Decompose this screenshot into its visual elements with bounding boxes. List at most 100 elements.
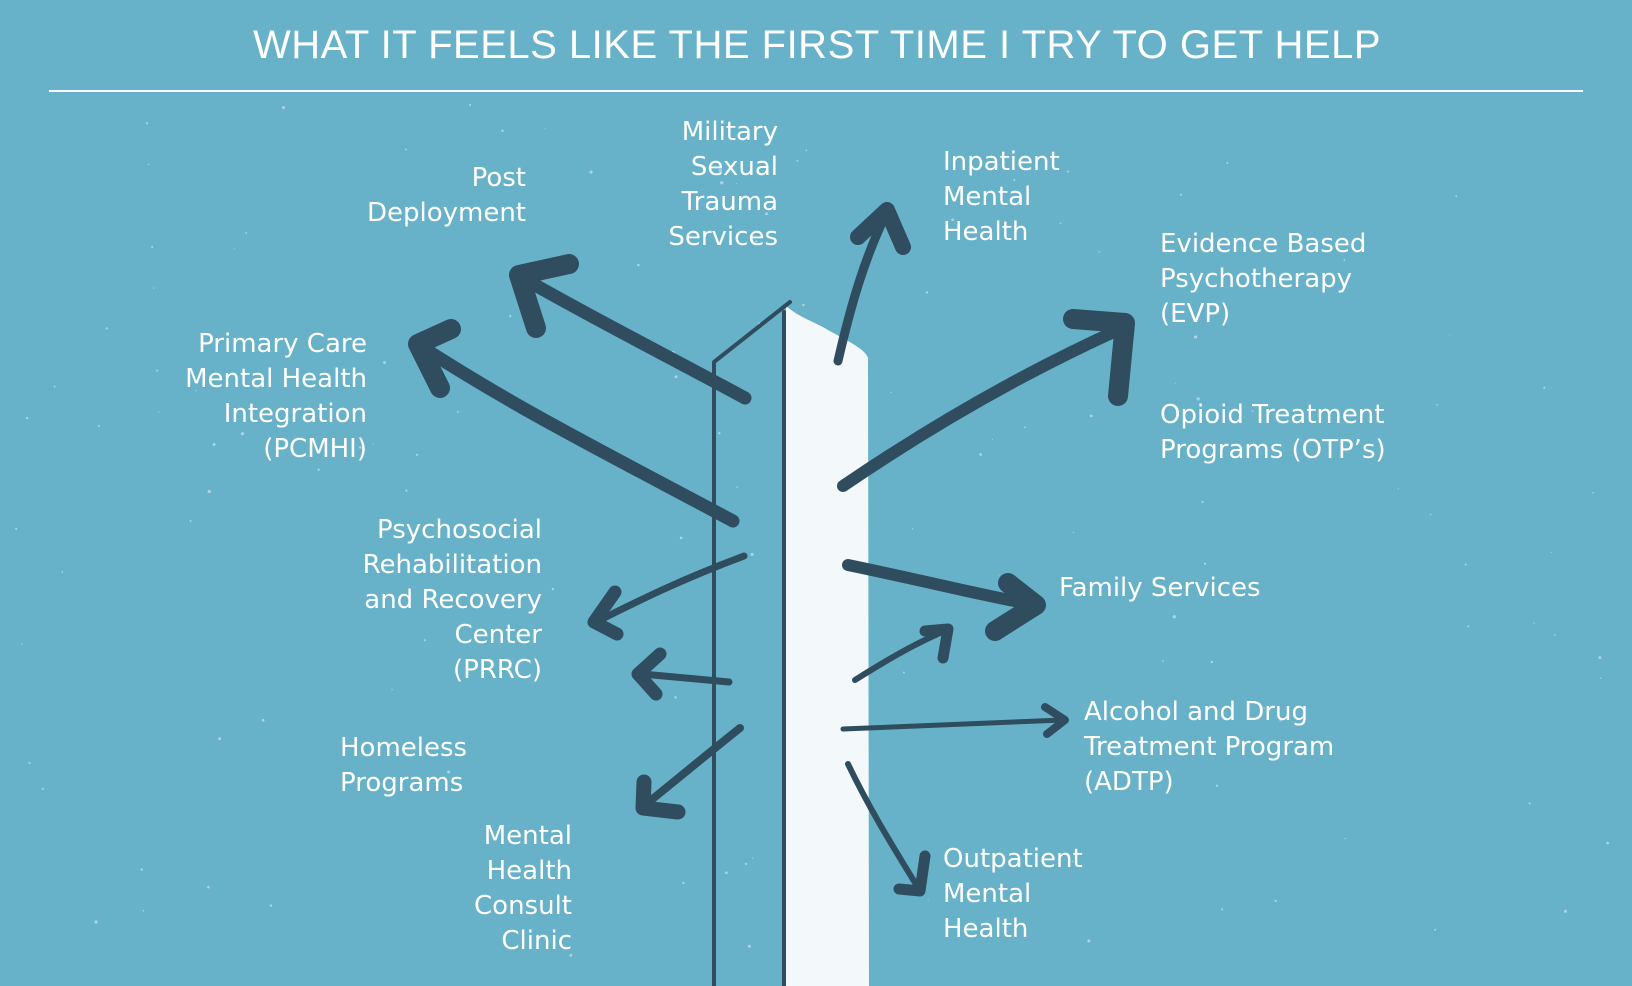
speck: [1279, 719, 1282, 722]
homeless-programs-line: Programs: [340, 768, 463, 798]
arrow-psychosocial-rehabilitation: [587, 552, 748, 641]
speck: [902, 671, 905, 674]
speck: [1449, 334, 1451, 336]
speck: [195, 389, 197, 392]
speck: [796, 159, 799, 162]
speck: [1263, 707, 1265, 709]
speck: [1343, 259, 1346, 262]
speck: [551, 587, 555, 591]
speck: [218, 737, 222, 741]
speck: [752, 857, 754, 859]
post-deployment-line: Deployment: [367, 198, 526, 228]
speck: [511, 639, 513, 642]
speck: [1196, 397, 1200, 401]
speck: [240, 432, 245, 436]
speck: [1344, 251, 1346, 253]
speck: [140, 868, 143, 871]
speck: [1136, 770, 1138, 772]
inpatient-mental-health-line: Mental: [943, 182, 1031, 212]
speck: [991, 438, 993, 440]
military-sexual-trauma-services-line: Military: [682, 117, 778, 147]
speck: [682, 881, 685, 885]
speck: [890, 391, 892, 394]
speck: [189, 519, 192, 522]
alcohol-and-drug-treatment-line: Treatment Program: [1083, 732, 1334, 762]
speck: [105, 327, 108, 330]
speck: [736, 182, 738, 185]
speck: [1563, 909, 1567, 913]
psychosocial-rehabilitation-line: Center: [454, 620, 542, 650]
speck: [147, 163, 150, 166]
speck: [674, 696, 677, 699]
mental-health-consult-clinic-line: Health: [487, 856, 572, 886]
arrow-family-services-secondary: [852, 623, 954, 683]
speck: [1071, 860, 1074, 863]
speck: [1172, 615, 1176, 619]
speck: [207, 489, 211, 494]
signpost-side-edge: [712, 300, 792, 986]
primary-care-mental-health-integration-line: Primary Care: [198, 329, 367, 359]
page-title: WHAT IT FEELS LIKE THE FIRST TIME I TRY …: [253, 23, 1381, 67]
speck: [1429, 513, 1432, 516]
military-sexual-trauma-services-line: Sexual: [691, 152, 778, 182]
speck: [544, 128, 546, 130]
family-services-line: Family Services: [1059, 573, 1261, 603]
speck: [94, 920, 98, 924]
outpatient-mental-health-line: Health: [943, 914, 1028, 944]
speck: [1600, 677, 1602, 679]
outpatient-mental-health-line: Mental: [943, 879, 1031, 909]
speck: [1397, 488, 1399, 490]
speck: [1226, 162, 1229, 164]
speck: [21, 643, 23, 645]
speck: [1175, 382, 1177, 384]
opioid-treatment-programs-line: Programs (OTP’s): [1160, 435, 1386, 465]
speck: [156, 369, 159, 372]
speck: [372, 443, 374, 445]
speck: [245, 232, 248, 234]
speck: [61, 571, 64, 573]
evidence-based-psychotherapy-line: (EVP): [1160, 299, 1230, 329]
alcohol-and-drug-treatment-line: (ADTP): [1084, 767, 1174, 797]
speck: [387, 747, 390, 750]
speck: [26, 416, 29, 420]
speck: [405, 489, 408, 492]
evidence-based-psychotherapy-line: Evidence Based: [1160, 229, 1366, 259]
speck: [755, 240, 758, 243]
alcohol-and-drug-treatment-line: Alcohol and Drug: [1084, 697, 1308, 727]
label-family-services: Family Services: [1059, 573, 1261, 603]
speck: [1467, 625, 1470, 628]
speck: [1059, 222, 1062, 225]
speck: [1105, 719, 1108, 721]
speck: [1528, 802, 1531, 805]
speck: [317, 468, 320, 471]
speck: [736, 486, 739, 489]
speck: [415, 453, 419, 456]
speck: [589, 170, 593, 174]
primary-care-mental-health-integration-line: Mental Health: [185, 364, 367, 394]
speck: [1344, 837, 1346, 840]
speck: [1201, 500, 1204, 504]
speck: [1598, 656, 1602, 660]
speck: [979, 453, 983, 456]
psychosocial-rehabilitation-line: Rehabilitation: [363, 550, 542, 580]
speck: [261, 718, 265, 722]
psychosocial-rehabilitation-line: and Recovery: [364, 585, 542, 615]
signpost: [712, 300, 869, 986]
post-deployment-line: Post: [472, 163, 526, 193]
arrow-mental-health-consult-clinic: [635, 724, 744, 820]
speck: [1203, 562, 1207, 565]
psychosocial-rehabilitation-line: Psychosocial: [377, 515, 542, 545]
speck: [1221, 908, 1224, 911]
speck: [456, 410, 459, 413]
speck: [151, 245, 154, 248]
speck: [469, 103, 472, 107]
speck: [1606, 841, 1610, 845]
